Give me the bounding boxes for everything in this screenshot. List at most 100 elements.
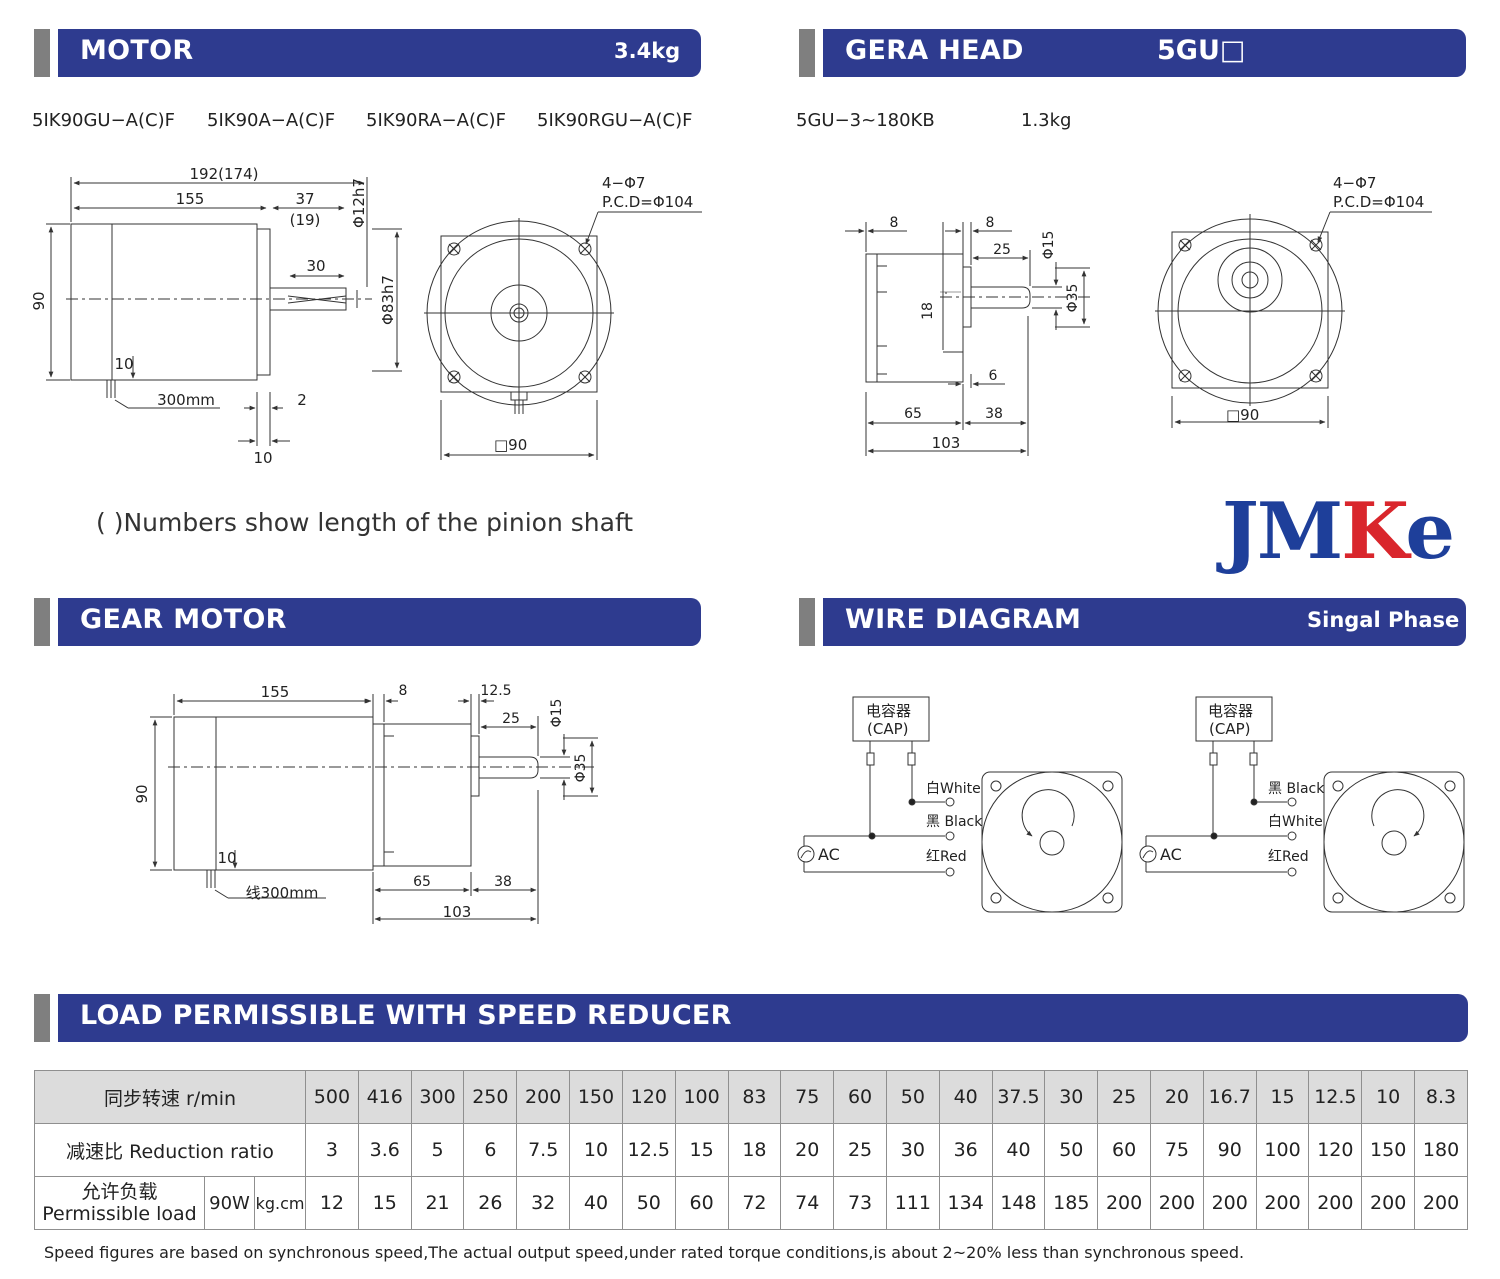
pcd-label: P.C.D=Φ104 bbox=[602, 193, 693, 211]
load-cell: 200 bbox=[1308, 1176, 1363, 1230]
speed-cell: 60 bbox=[833, 1070, 887, 1124]
row-label-load: 允许负载 Permissible load bbox=[34, 1176, 205, 1230]
ratio-cell: 12.5 bbox=[621, 1123, 676, 1177]
wire-black: 黑 Black bbox=[1268, 781, 1325, 797]
load-cell: 26 bbox=[463, 1176, 518, 1230]
speed-cell: 500 bbox=[305, 1070, 359, 1124]
gear-motor-side-view bbox=[150, 694, 598, 924]
motor-weight: 3.4kg bbox=[614, 39, 681, 63]
gear-motor-labels: 155 8 12.5 25 Φ15 Φ35 90 10 线300mm 65 38… bbox=[133, 683, 589, 921]
load-cell: 148 bbox=[991, 1176, 1046, 1230]
wire-right-labels: 电容器 (CAP) 黑 Black 白White 红Red AC bbox=[1160, 702, 1325, 865]
unit-cell: kg.cm bbox=[253, 1176, 307, 1230]
load-cell: 200 bbox=[1255, 1176, 1310, 1230]
load-title: LOAD PERMISSIBLE WITH SPEED REDUCER bbox=[80, 1000, 732, 1031]
gear-head-front-view bbox=[1155, 211, 1432, 428]
speed-cell: 75 bbox=[780, 1070, 835, 1124]
wire-title: WIRE DIAGRAM bbox=[845, 604, 1082, 635]
dim-shaft-alt: (19) bbox=[290, 211, 321, 229]
pcd-label: P.C.D=Φ104 bbox=[1333, 193, 1424, 211]
dim-key: 25 bbox=[502, 711, 520, 727]
ratio-cell: 150 bbox=[1361, 1123, 1416, 1177]
speed-cell: 50 bbox=[885, 1070, 940, 1124]
wire-black: 黑 Black bbox=[926, 814, 983, 830]
ratio-cell: 180 bbox=[1414, 1123, 1468, 1177]
gear-head-series: 5GU□ bbox=[1157, 35, 1246, 66]
load-cell: 134 bbox=[938, 1176, 993, 1230]
wire-red: 红Red bbox=[926, 849, 967, 865]
dim-lead-offset: 10 bbox=[217, 849, 236, 867]
motor-side-view bbox=[46, 177, 402, 446]
ratio-cell: 20 bbox=[780, 1123, 835, 1177]
gear-head-header: GERA HEAD 5GU□ bbox=[799, 29, 1466, 77]
cap-cn: 电容器 bbox=[1208, 702, 1253, 720]
dim-boss-dia: Φ35 bbox=[1065, 284, 1081, 313]
logo-accent: K bbox=[1341, 486, 1407, 577]
speed-cell: 120 bbox=[621, 1070, 676, 1124]
load-cell: 74 bbox=[780, 1176, 835, 1230]
speed-cell: 16.7 bbox=[1202, 1070, 1257, 1124]
ratio-cell: 25 bbox=[833, 1123, 887, 1177]
footnote: Speed figures are based on synchronous s… bbox=[44, 1243, 1245, 1262]
load-cell: 40 bbox=[569, 1176, 623, 1230]
speed-cell: 200 bbox=[516, 1070, 571, 1124]
load-cell: 73 bbox=[833, 1176, 887, 1230]
gear-head-model: 5GU−3~180KB bbox=[796, 110, 935, 131]
load-cell: 50 bbox=[621, 1176, 676, 1230]
technical-drawings: 192(174) 155 37 (19) 30 Φ12h7 Φ83h7 90 1… bbox=[30, 165, 1465, 924]
header-marker bbox=[34, 29, 50, 77]
speed-cell: 8.3 bbox=[1414, 1070, 1468, 1124]
header-band: WIRE DIAGRAM Singal Phase bbox=[823, 598, 1466, 646]
speed-cell: 250 bbox=[463, 1070, 518, 1124]
load-cell: 200 bbox=[1150, 1176, 1204, 1230]
speed-cell: 25 bbox=[1097, 1070, 1152, 1124]
ratio-cell: 10 bbox=[569, 1123, 623, 1177]
speed-cell: 100 bbox=[674, 1070, 729, 1124]
motor-model-3: 5IK90RA−A(C)F bbox=[366, 110, 506, 131]
ratio-cell: 3.6 bbox=[357, 1123, 412, 1177]
ratio-cell: 90 bbox=[1202, 1123, 1257, 1177]
ratio-cell: 40 bbox=[991, 1123, 1046, 1177]
dim-shaft-dia: Φ15 bbox=[549, 699, 565, 728]
dim-shaft: 38 bbox=[985, 406, 1003, 422]
load-label-cn: 允许负载 bbox=[81, 1181, 158, 1203]
gear-head-front-labels: 4−Φ7 P.C.D=Φ104 □90 bbox=[1226, 174, 1424, 424]
speed-cell: 150 bbox=[569, 1070, 623, 1124]
ratio-cell: 6 bbox=[463, 1123, 518, 1177]
cap-en: (CAP) bbox=[1209, 720, 1250, 738]
logo-main: JM bbox=[1222, 486, 1343, 577]
dim-pilot-dia: Φ83h7 bbox=[379, 275, 397, 325]
speed-cell: 416 bbox=[357, 1070, 412, 1124]
header-marker bbox=[799, 598, 815, 646]
header-band: MOTOR 3.4kg bbox=[58, 29, 701, 77]
logo-tail: e bbox=[1405, 486, 1455, 577]
motor-title: MOTOR bbox=[80, 35, 194, 66]
cap-cn: 电容器 bbox=[866, 702, 911, 720]
ratio-cell: 120 bbox=[1308, 1123, 1363, 1177]
cap-en: (CAP) bbox=[867, 720, 908, 738]
speed-cell: 20 bbox=[1150, 1070, 1204, 1124]
header-band: LOAD PERMISSIBLE WITH SPEED REDUCER bbox=[58, 994, 1468, 1042]
header-marker bbox=[34, 598, 50, 646]
motor-front-view bbox=[424, 211, 702, 460]
load-cell: 200 bbox=[1414, 1176, 1468, 1230]
speed-cell: 37.5 bbox=[991, 1070, 1046, 1124]
header-band: GERA HEAD 5GU□ bbox=[823, 29, 1466, 77]
ac-label: AC bbox=[1160, 845, 1182, 864]
dim-pilot-gap: 8 bbox=[986, 215, 995, 231]
dim-body: 65 bbox=[904, 406, 922, 422]
dim-lead: 线300mm bbox=[246, 884, 319, 902]
wire-white: 白White bbox=[926, 781, 981, 797]
header-marker bbox=[799, 29, 815, 77]
ratio-cell: 60 bbox=[1097, 1123, 1152, 1177]
speed-cell: 40 bbox=[938, 1070, 993, 1124]
load-cell: 200 bbox=[1361, 1176, 1416, 1230]
gear-head-title: GERA HEAD bbox=[845, 35, 1024, 66]
dim-flange-t: 2 bbox=[297, 391, 307, 409]
dim-key: 25 bbox=[993, 242, 1011, 258]
dim-pilot: 12.5 bbox=[480, 683, 511, 699]
